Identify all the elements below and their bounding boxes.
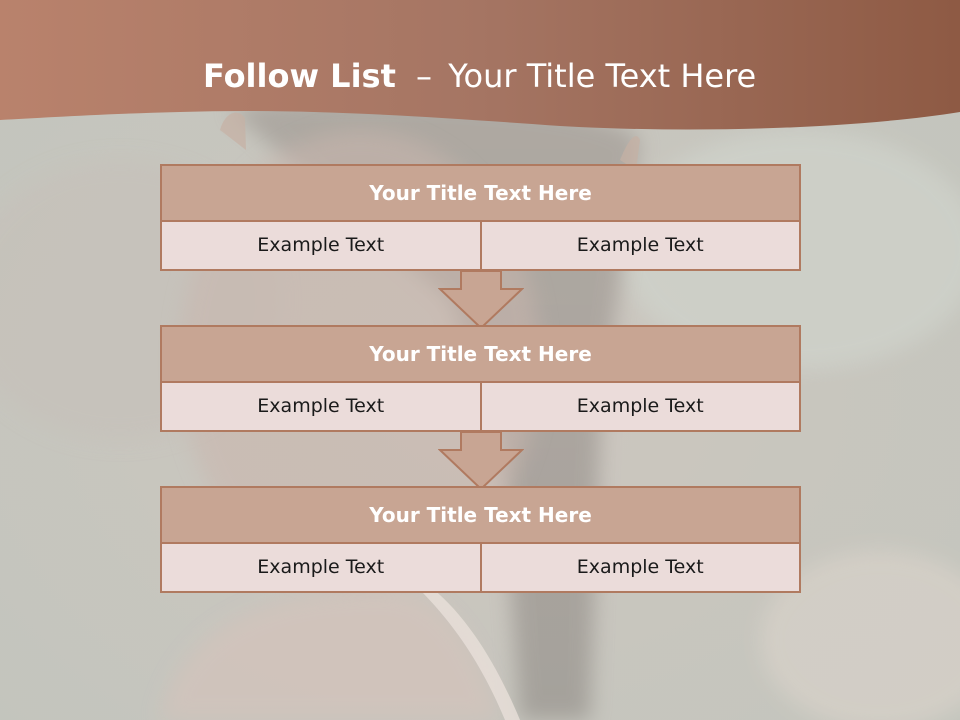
block-title: Your Title Text Here — [160, 164, 801, 222]
block-cell-left: Example Text — [257, 395, 385, 417]
down-arrow-icon — [438, 270, 524, 330]
down-arrow-icon — [438, 431, 524, 491]
block-cell-left: Example Text — [257, 234, 385, 256]
slide-title: Follow List – Your Title Text Here — [203, 52, 756, 100]
block-row: Example Text Example Text — [160, 544, 801, 593]
block-cell-right: Example Text — [479, 222, 800, 269]
slide-title-separator: – — [416, 57, 433, 95]
list-block-2: Your Title Text Here Example Text Exampl… — [160, 325, 801, 432]
block-title: Your Title Text Here — [160, 325, 801, 383]
slide-title-rest: Your Title Text Here — [448, 57, 757, 95]
block-cell-right: Example Text — [479, 544, 800, 591]
block-cell-left: Example Text — [257, 556, 385, 578]
slide-title-bold: Follow List — [203, 57, 396, 95]
block-row: Example Text Example Text — [160, 222, 801, 271]
header-band — [0, 0, 960, 130]
block-row: Example Text Example Text — [160, 383, 801, 432]
block-cell-right: Example Text — [479, 383, 800, 430]
list-block-3: Your Title Text Here Example Text Exampl… — [160, 486, 801, 593]
list-block-1: Your Title Text Here Example Text Exampl… — [160, 164, 801, 271]
block-title: Your Title Text Here — [160, 486, 801, 544]
